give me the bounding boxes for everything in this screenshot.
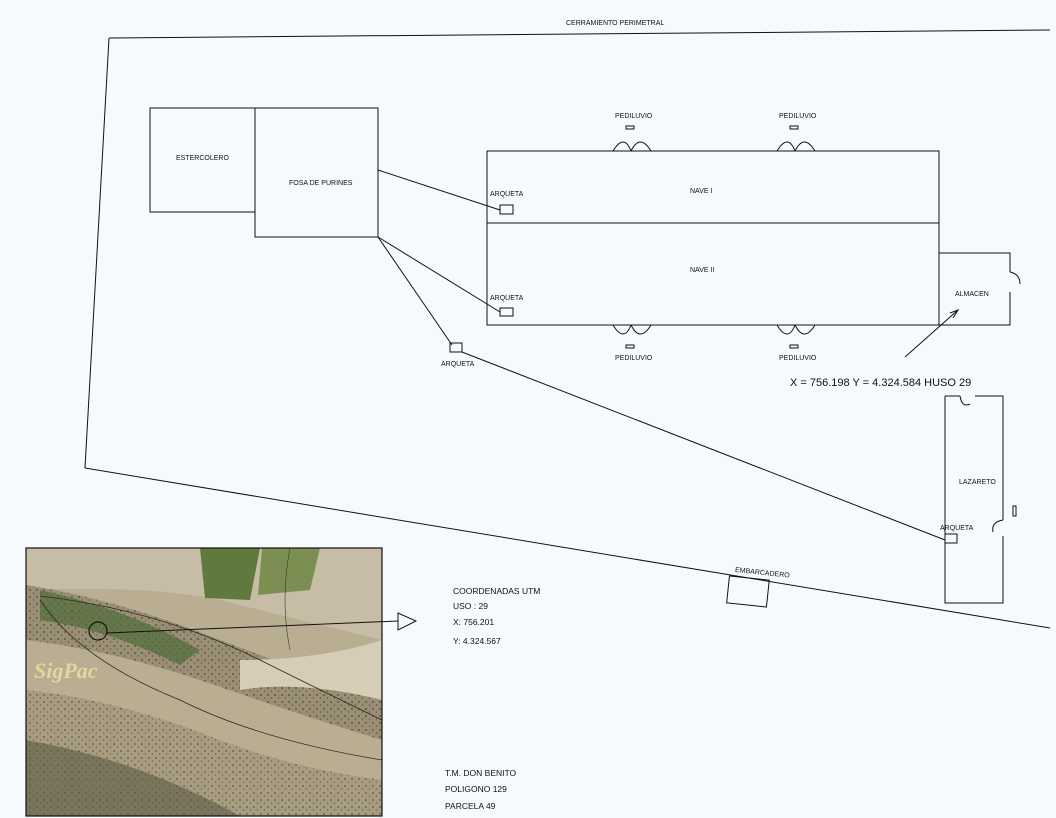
fosa-label: FOSA DE PURINES [289,180,353,187]
arqueta-lazareto-label: ARQUETA [940,525,974,532]
pediluvio-top-2: PEDILUVIO [776,113,817,152]
location-poligono: POLIGONO 129 [445,784,507,794]
coordinate-leader [904,309,959,358]
nave-2-building [486,222,940,326]
nave-2-label: NAVE II [690,267,714,274]
coordinate-readout: X = 756.198 Y = 4.324.584 HUSO 29 [790,377,971,389]
aerial-photo-frame [25,547,383,817]
utm-title: COORDENADAS UTM [453,586,540,596]
svg-text:PEDILUVIO: PEDILUVIO [615,113,653,120]
fosa-de-purines [254,107,379,238]
location-parcela: PARCELA 49 [445,801,496,811]
svg-text:PEDILUVIO: PEDILUVIO [615,355,653,362]
almacen-label: ALMACEN [955,291,989,298]
utm-uso: USO : 29 [453,601,488,611]
estercolero-label: ESTERCOLERO [176,155,229,162]
aerial-photo-inset [26,548,382,816]
embarcadero-building [726,575,770,608]
arqueta-nave-2-label: ARQUETA [490,295,524,302]
arqueta-yard-label: ARQUETA [441,361,475,368]
perimeter-fence [84,29,1051,629]
perimeter-label: CERRAMIENTO PERIMETRAL [566,20,664,27]
almacen-building [939,252,1021,326]
utm-x: X: 756.201 [453,617,494,627]
lazareto-label: LAZARETO [959,479,996,486]
location-tm: T.M. DON BENITO [445,768,517,778]
utm-y: Y: 4.324.567 [453,636,501,646]
pediluvio-top-1: PEDILUVIO [612,113,653,152]
sigpac-watermark: SigPac [34,658,98,683]
inset-pointer-line [106,620,399,634]
lazareto-building [944,395,1004,604]
pediluvio-bottom-2: PEDILUVIO [776,324,817,362]
arqueta-yard [449,342,463,353]
drainage-pipes [377,169,946,541]
svg-text:PEDILUVIO: PEDILUVIO [779,113,817,120]
pediluvio-bottom-1: PEDILUVIO [612,324,653,362]
lazareto-door-marker [1012,505,1017,517]
svg-text:PEDILUVIO: PEDILUVIO [779,355,817,362]
arqueta-nave-1-label: ARQUETA [490,191,524,198]
nave-1-label: NAVE I [690,188,712,195]
inset-pointer-arrow [397,612,418,631]
